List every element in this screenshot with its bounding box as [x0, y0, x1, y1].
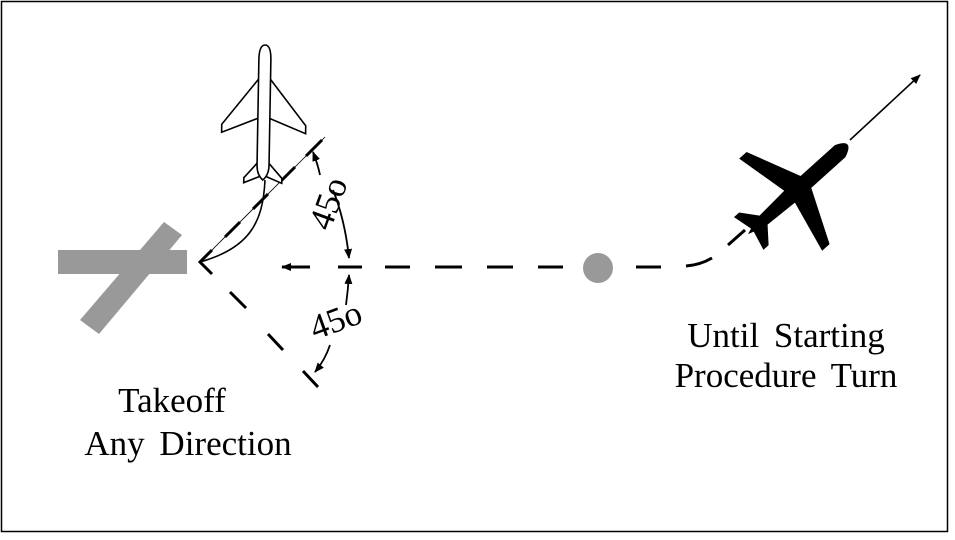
procedure-turn-label: Procedure Turn	[675, 356, 898, 395]
outbound-airplane-icon	[733, 143, 849, 251]
fix-dot	[583, 253, 613, 283]
runway-icon	[58, 222, 187, 334]
departing-airplane-icon	[220, 44, 307, 185]
until-starting-label: Until Starting	[687, 316, 885, 355]
angle-arc-lower	[314, 274, 353, 373]
takeoff-label: Takeoff	[118, 381, 226, 420]
angle-arc-upper	[312, 151, 353, 259]
sector-boundary-lower	[228, 290, 320, 389]
outbound-direction-arrow	[849, 74, 921, 141]
departure-turn-path	[199, 179, 266, 263]
any-direction-label: Any Direction	[84, 424, 291, 463]
inbound-course-dashed	[281, 228, 746, 271]
